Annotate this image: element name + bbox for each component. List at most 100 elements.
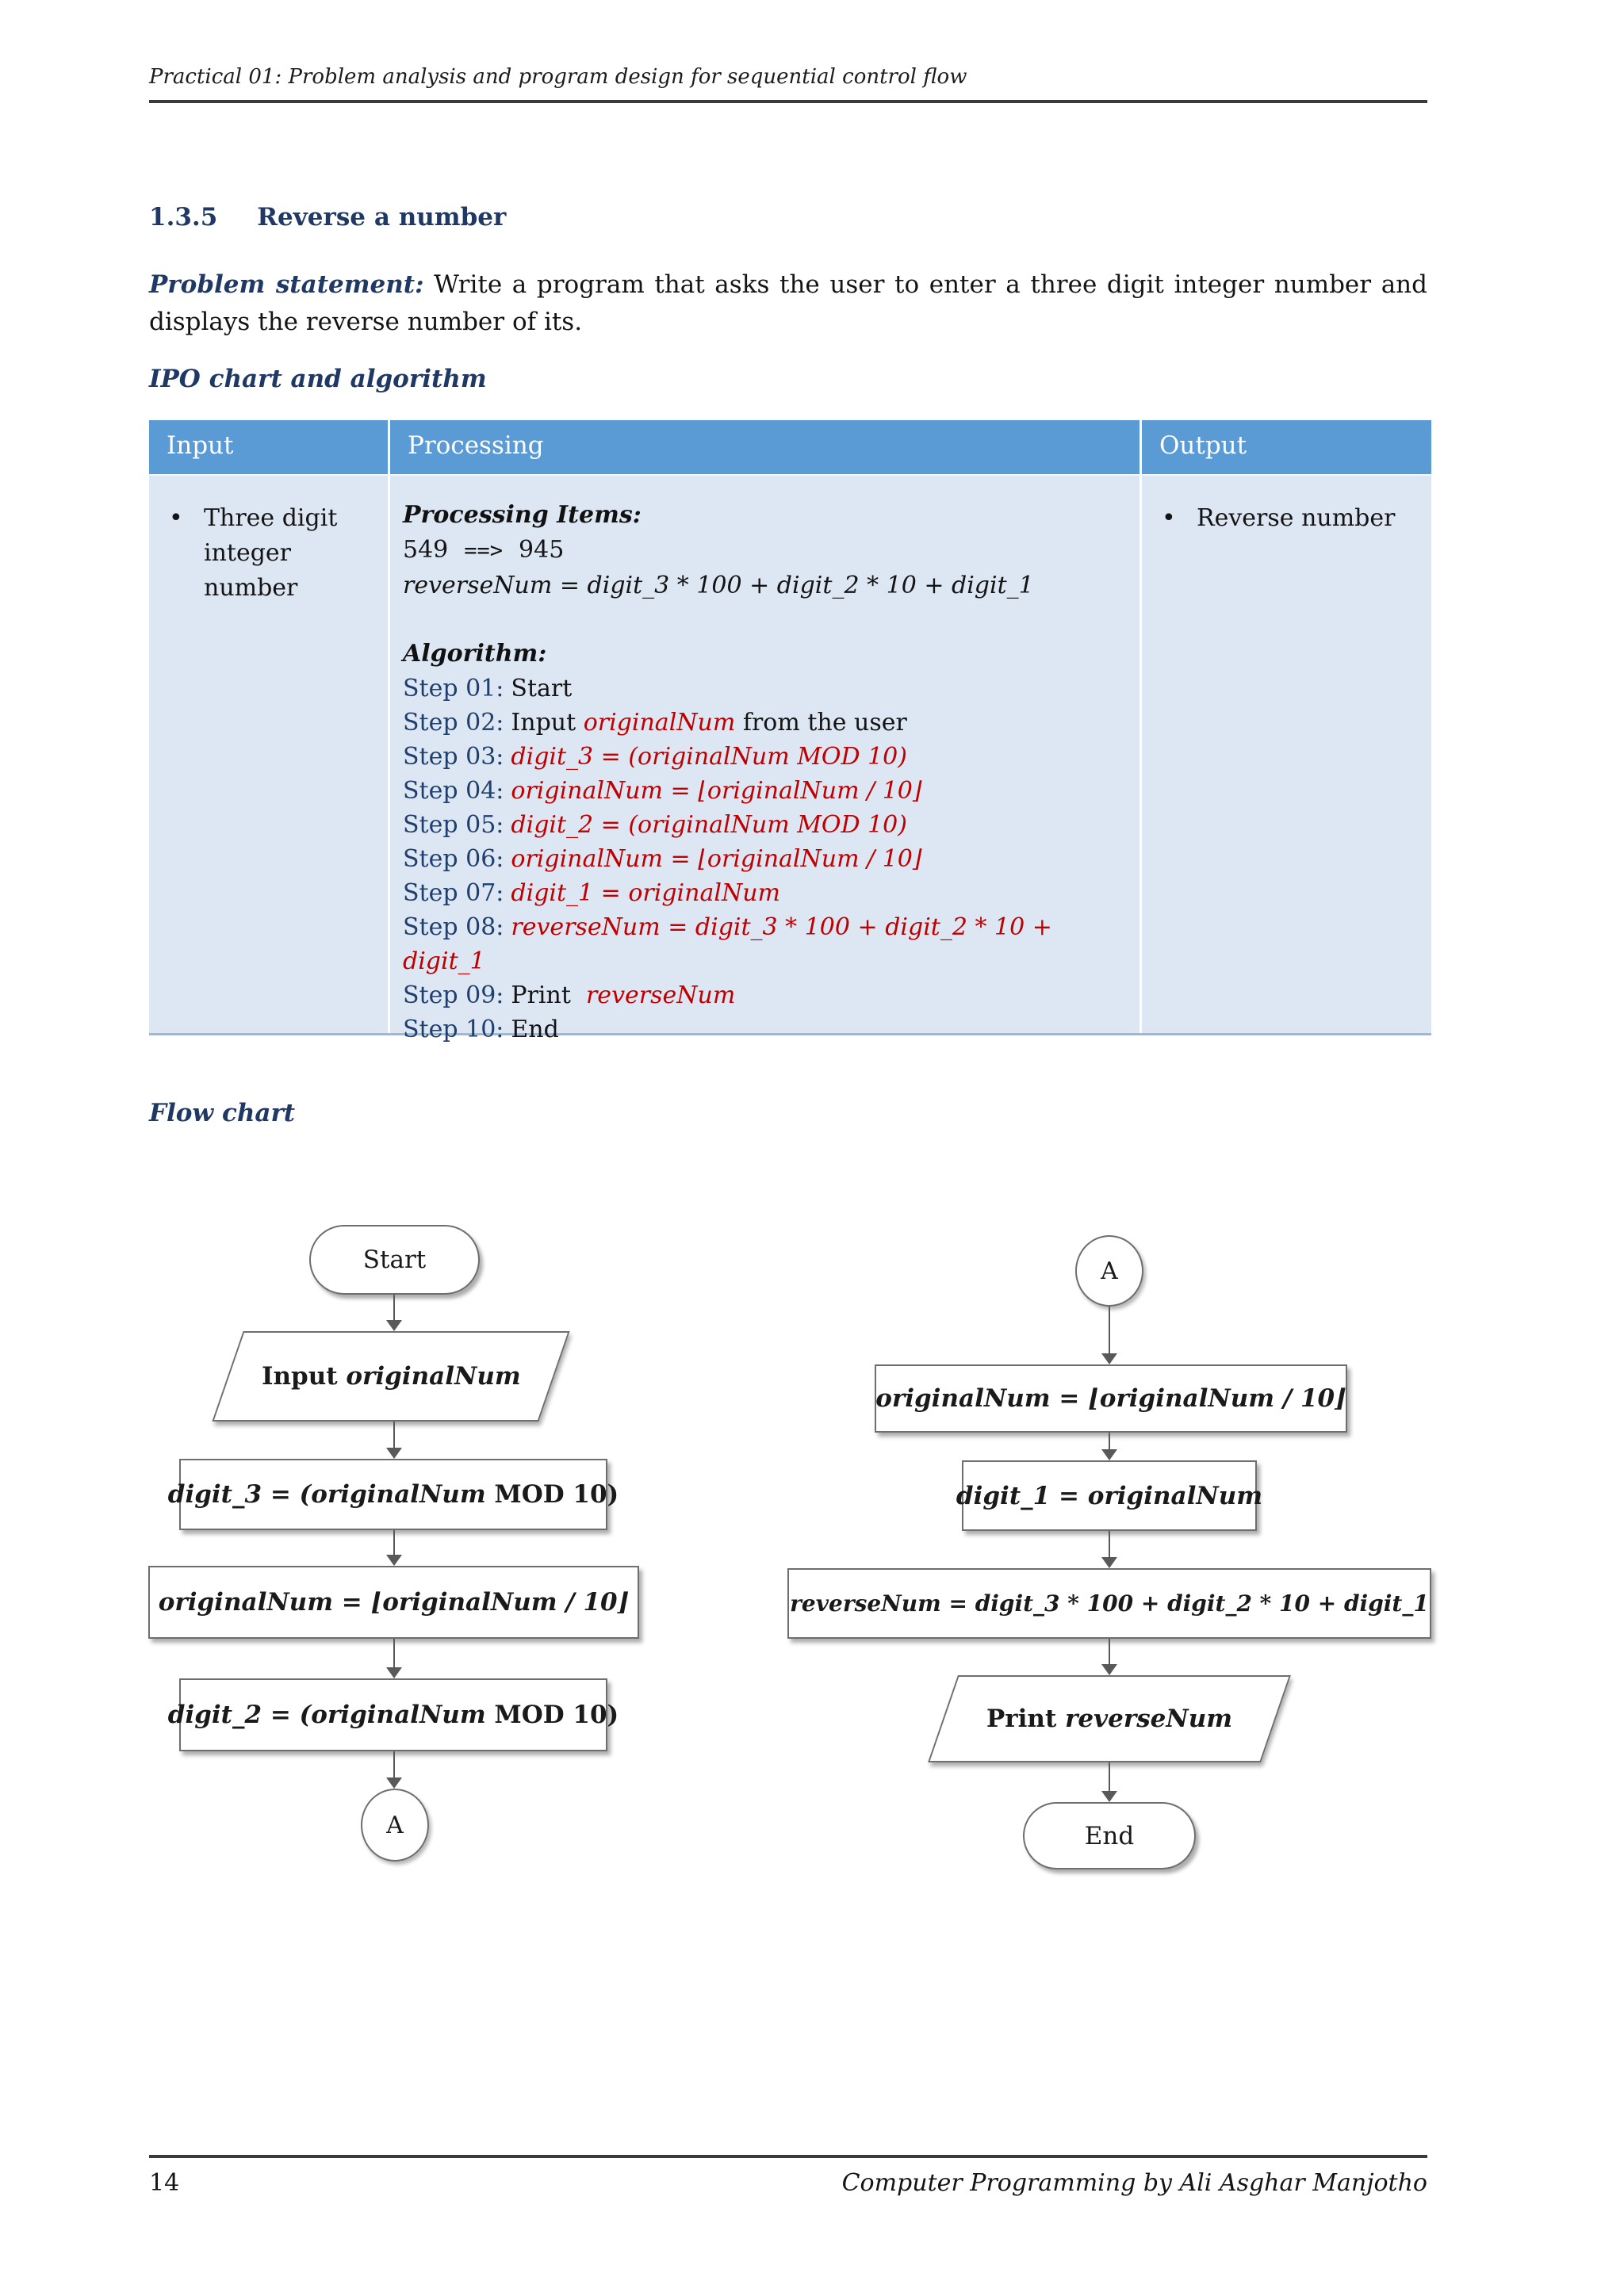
section-number: 1.3.5 [149, 203, 218, 232]
step-expression: digit_2 = (originalNum MOD 10) [511, 811, 907, 839]
ipo-table: Input Processing Output • Three digit in… [149, 420, 1431, 1043]
processing-example: 549 ==> 945 [403, 533, 1128, 568]
step-expression: digit_3 = (originalNum MOD 10) [511, 743, 907, 771]
process-expression: originalNum = ⌊originalNum / 10⌋ [158, 1588, 630, 1617]
section-heading: 1.3.5 Reverse a number [149, 203, 506, 232]
flow-arrow [386, 1422, 402, 1459]
algorithm-step-03: Step 03:digit_3 = (originalNum MOD 10) [403, 740, 1128, 774]
processing-formula: reverseNum = digit_3 * 100 + digit_2 * 1… [403, 572, 1034, 599]
process-expression: digit_3 = (originalNum [167, 1480, 495, 1509]
flow-arrow [386, 1639, 402, 1678]
ipo-table-cell-output: • Reverse number [1139, 476, 1431, 1033]
ipo-table-cell-processing: Processing Items: 549 ==> 945 reverseNum =… [388, 476, 1139, 1043]
algorithm-step-04: Step 04:originalNum = ⌊originalNum / 10⌋ [403, 774, 1128, 808]
step-label: Step 04: [403, 777, 504, 805]
flow-arrow [1101, 1531, 1117, 1568]
algorithm-step-05: Step 05:digit_2 = (originalNum MOD 10) [403, 808, 1128, 842]
example-arrow: ==> [464, 538, 504, 563]
footer-credit-text: Computer Programming by Ali Asghar Manjo… [841, 2169, 1427, 2197]
step-label: Step 08: [403, 913, 504, 941]
flowchart-process-digit2: digit_2 = (originalNum MOD 10) [168, 1678, 619, 1751]
step-label: Step 02: [403, 709, 504, 737]
step-text: Input [511, 709, 584, 737]
footer-page-number: 14 [149, 2169, 180, 2197]
step-text: End [511, 1016, 559, 1043]
connector-label: A [1101, 1257, 1118, 1285]
step-text: Print [511, 982, 586, 1009]
step-variable: originalNum [583, 709, 736, 737]
processing-items-label: Processing Items: [403, 501, 642, 529]
input-item-text: Three digit integer number [204, 504, 338, 602]
process-expression: originalNum = ⌊originalNum / 10⌋ [875, 1384, 1346, 1413]
algorithm-step-09: Step 09: Print reverseNum [403, 978, 1128, 1012]
step-label: Step 09: [403, 982, 504, 1009]
ipo-table-header-processing: Processing [388, 420, 1139, 474]
flowchart-print-parallelogram: Print reverseNum [928, 1675, 1291, 1762]
flowchart-process-orignum-right: originalNum = ⌊originalNum / 10⌋ [875, 1364, 1347, 1433]
ipo-table-header-input: Input [167, 431, 234, 460]
step-label: Step 10: [403, 1016, 504, 1043]
ipo-table-header-row: Input Processing Output [149, 420, 1431, 474]
ipo-table-cell-input: • Three digit integer number [149, 476, 388, 1033]
input-keyword: Input [261, 1362, 347, 1391]
bullet-glyph: • [1162, 504, 1176, 532]
algorithm-step-06: Step 06:originalNum = ⌊originalNum / 10⌋ [403, 842, 1128, 876]
step-text: from the user [735, 709, 907, 737]
bullet-glyph: • [169, 504, 183, 532]
step-variable: reverseNum [585, 982, 736, 1009]
flowchart-connector-a-right: A [1075, 1235, 1143, 1307]
algorithm-step-08: Step 08:reverseNum = digit_3 * 100 + dig… [403, 910, 1128, 978]
flowchart-connector-a-left: A [361, 1789, 429, 1862]
step-text: Start [511, 675, 573, 702]
page-header-text: Practical 01: Problem analysis and progr… [149, 65, 967, 89]
step-label: Step 03: [403, 743, 504, 771]
flow-arrow [1101, 1433, 1117, 1460]
connector-label: A [386, 1811, 404, 1839]
flowchart-end-terminator: End [1023, 1802, 1196, 1869]
flowchart-process-reversenum: reverseNum = digit_3 * 100 + digit_2 * 1… [787, 1568, 1431, 1639]
section-title: Reverse a number [257, 203, 507, 232]
problem-statement-line2: displays the reverse number of its. [149, 308, 583, 336]
print-node-label: Print reverseNum [986, 1705, 1232, 1733]
problem-statement: Problem statement: Write a program that … [149, 266, 1427, 341]
flow-arrow [1101, 1639, 1117, 1675]
flow-arrow [386, 1295, 402, 1331]
example-right: 945 [519, 536, 565, 564]
header-rule [149, 100, 1427, 103]
step-label: Step 06: [403, 845, 504, 873]
process-expression-plain: MOD 10) [494, 1480, 619, 1509]
step-expression: reverseNum = digit_3 * 100 + digit_2 * 1… [403, 913, 1060, 975]
ipo-table-header-output: Output [1139, 420, 1431, 474]
flow-arrow [386, 1751, 402, 1789]
problem-statement-line1: Problem statement: Write a program that … [149, 266, 1427, 304]
example-left: 549 [403, 536, 449, 564]
ipo-table-body-row: • Three digit integer number Processing … [149, 474, 1431, 1043]
output-item-text: Reverse number [1197, 504, 1396, 532]
flowchart-process-digit3: digit_3 = (originalNum MOD 10) [168, 1459, 619, 1530]
process-expression-plain: MOD 10) [494, 1701, 619, 1729]
process-expression: digit_1 = originalNum [956, 1481, 1263, 1510]
process-expression: digit_2 = (originalNum [167, 1701, 495, 1729]
step-expression: originalNum = ⌊originalNum / 10⌋ [511, 777, 922, 805]
blank-line [403, 603, 1128, 637]
algorithm-step-02: Step 02:Input originalNum from the user [403, 706, 1128, 740]
problem-statement-text: Write a program that asks the user to en… [423, 270, 1427, 299]
algorithm-label: Algorithm: [403, 640, 547, 668]
print-keyword: Print [986, 1705, 1066, 1733]
input-bullet-item: • Three digit integer number [149, 476, 388, 606]
flowchart-heading: Flow chart [149, 1099, 296, 1127]
end-label: End [1084, 1821, 1135, 1850]
start-label: Start [362, 1246, 427, 1274]
output-bullet-item: • Reverse number [1142, 476, 1431, 536]
problem-statement-label: Problem statement: [149, 270, 424, 299]
print-variable: reverseNum [1065, 1705, 1233, 1733]
algorithm-step-10: Step 10: End [403, 1012, 1128, 1047]
flow-arrow [386, 1530, 402, 1566]
flow-arrow [1101, 1762, 1117, 1802]
flowchart-process-orignum-left: originalNum = ⌊originalNum / 10⌋ [148, 1566, 639, 1639]
ipo-heading: IPO chart and algorithm [149, 365, 487, 393]
step-label: Step 01: [403, 675, 504, 702]
step-label: Step 07: [403, 879, 504, 907]
input-node-label: Input originalNum [262, 1362, 521, 1391]
